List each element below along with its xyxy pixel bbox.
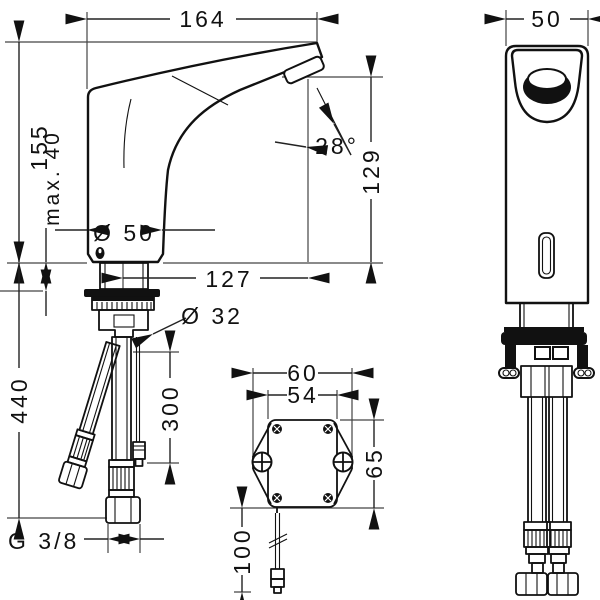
dim-440: 440: [6, 241, 32, 540]
dim-label-cable-length: 300: [157, 384, 183, 431]
fixing-nut-ribs: [96, 302, 152, 310]
front-view: 164 155 max. 40 Ø 50 127 Ø 32: [0, 6, 384, 554]
dim-28deg: 28°: [274, 87, 359, 159]
hose-nut: [515, 572, 548, 596]
sensor-window: [538, 232, 555, 279]
side-mounting-stack: [498, 304, 595, 398]
dim-155: 155: [13, 20, 52, 284]
dim-max40: max. 40: [40, 130, 64, 316]
hose-nut: [58, 460, 88, 490]
spout-seam-line: [171, 75, 229, 106]
dim-label-thread-size: G 3/8: [8, 528, 79, 554]
fixing-nut-band: [92, 297, 154, 301]
dim-label-deck-thickness: max. 40: [41, 130, 64, 226]
spout-face: [510, 48, 584, 124]
side-view: 50: [484, 6, 600, 596]
side-body-outline: [504, 44, 590, 305]
dim-label-spout-reach: 127: [205, 266, 252, 292]
corner-screw-icons: [272, 424, 333, 503]
spout-opening-inner: [527, 68, 567, 90]
dim-label-hose-length: 440: [6, 376, 32, 423]
dim-d50: Ø 50: [55, 220, 215, 246]
dim-label-box-width-outer: 60: [287, 360, 319, 386]
hose-nut: [547, 572, 579, 596]
escutcheon-seal: [84, 289, 160, 297]
dim-50: 50: [484, 6, 600, 32]
dim-g38: G 3/8: [8, 528, 164, 554]
dim-129: 129: [358, 55, 384, 284]
mounting-shank: [99, 262, 149, 290]
hose-nut: [105, 496, 141, 524]
body-inner-contour: [123, 98, 132, 169]
dim-300: 300: [157, 330, 183, 485]
box-cable: [268, 507, 288, 594]
dim-label-box-width-inner: 54: [287, 382, 319, 408]
dim-100: 100: [229, 486, 255, 600]
supply-hose-angled: [58, 341, 121, 490]
supply-hose-vertical: [105, 336, 141, 524]
shank-lower-detail: [113, 314, 135, 328]
dim-label-body-diameter: Ø 50: [93, 220, 155, 246]
cable-plug: [270, 568, 285, 580]
sensor-window-inner: [541, 236, 552, 275]
sensor-led-highlight: [98, 248, 102, 254]
dim-label-box-height: 65: [361, 447, 387, 479]
side-screw-icons: [251, 451, 354, 473]
dim-label-height: 155: [26, 123, 52, 170]
aerator: [283, 55, 325, 85]
dim-164: 164: [65, 6, 339, 32]
dim-65: 65: [361, 398, 387, 530]
dim-label-shank-diameter: Ø 32: [181, 303, 243, 329]
bottom-view: 60 54 65 100: [229, 360, 387, 600]
dim-54: 54: [246, 382, 359, 408]
dim-60: 60: [231, 360, 374, 386]
dim-label-spout-angle: 28°: [315, 133, 359, 159]
dim-label-cable-drop: 100: [229, 527, 255, 574]
side-hoses: [515, 397, 579, 596]
shank-lower-block: [98, 309, 149, 338]
sensor-cable: [132, 337, 146, 467]
dim-label-outlet-height: 129: [358, 147, 384, 194]
dim-label-spout-length: 164: [179, 6, 226, 32]
dim-127: 127: [101, 266, 330, 292]
dim-d32: Ø 32: [131, 303, 243, 349]
faucet-body-outline: [86, 41, 324, 264]
dim-label-body-width: 50: [531, 6, 563, 32]
